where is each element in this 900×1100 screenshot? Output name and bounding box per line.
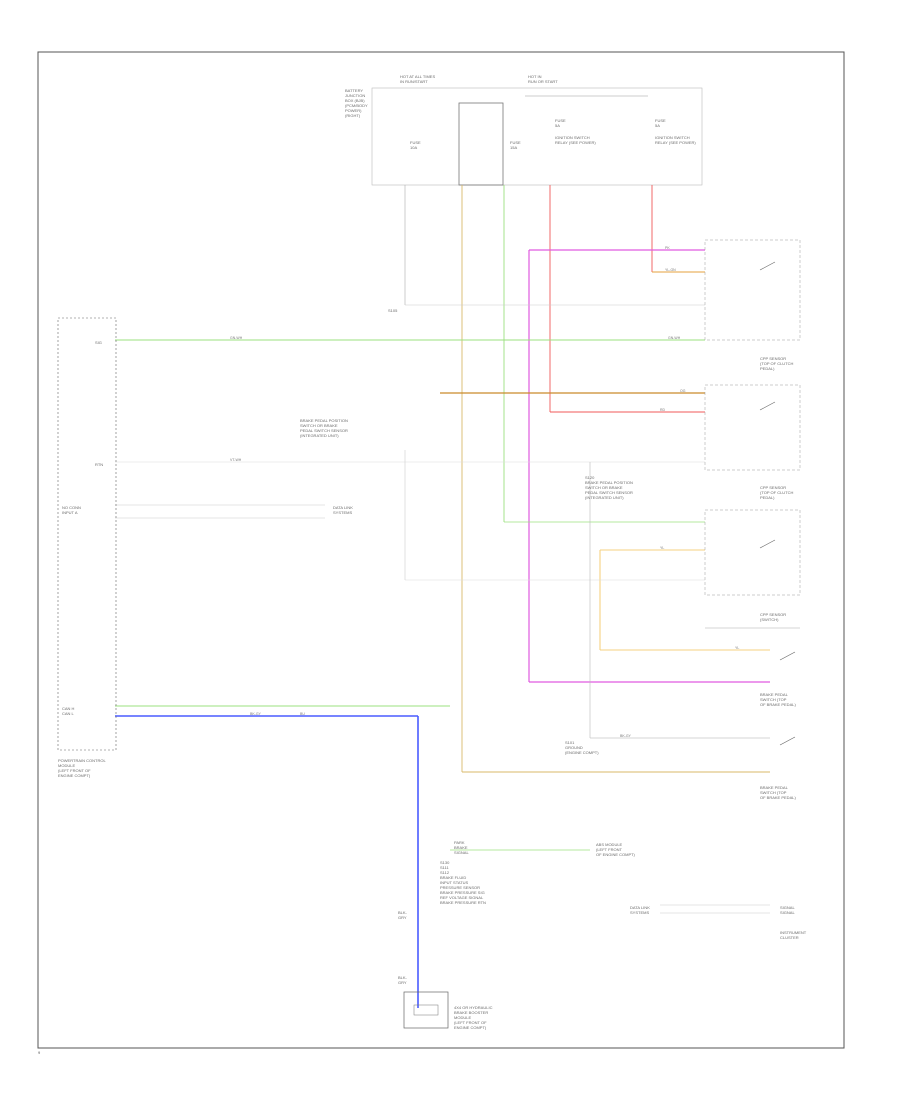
bottom-relay-coil (413, 1004, 439, 1016)
brake-switch-1-label: BRAKE PEDAL SWITCH (TOP OF BRAKE PEDAL) (760, 692, 796, 707)
wire-tag-bk-gy-2: BK-GY (620, 734, 631, 738)
abs-module-label: ABS MODULE (LEFT FRONT OF ENGINE COMPT) (596, 842, 635, 857)
ic-pins-label: SIGNAL SIGNAL (780, 905, 795, 915)
ground-splice-label: S101 GROUND (ENGINE COMPT) (565, 740, 599, 755)
switch-2-label: CPP SENSOR (TOP OF CLUTCH PEDAL) (760, 485, 794, 500)
ignition-relay-b-label: IGNITION SWITCH RELAY (SEE POWER) (655, 135, 696, 145)
wire-tag-pk: PK (665, 246, 670, 250)
wire-tag-gn-wh-2: GN-WH (668, 336, 681, 340)
abs-pins-label: PARK BRAKE SIGNAL (454, 840, 469, 855)
pcm-inputs-label: NO CONN INPUT A (62, 505, 81, 515)
page-number: 9 (38, 1050, 41, 1055)
wire-tag-gn-wh: GN-WH (230, 336, 243, 340)
fuse-c-label: FUSE 5A (555, 118, 566, 128)
instrument-cluster-label: INSTRUMENT CLUSTER (780, 930, 807, 940)
wire-tag-og: OG (680, 389, 686, 393)
pcm-can-label: CAN H CAN L (62, 706, 75, 716)
wire-tag-rd: RD (660, 408, 666, 412)
hot-in-run-label: HOT IN RUN OR START (528, 74, 558, 84)
wire-tag-yl: YL (660, 546, 665, 550)
hot-at-all-times-label: HOT AT ALL TIMES IN RUN/START (400, 74, 436, 84)
fuse-a-label: FUSE 10A (410, 140, 421, 150)
wire-tag-yl-gn: YL-GN (665, 268, 676, 272)
wire-tag-yl-2: YL (735, 646, 740, 650)
bottom-left-pin-label: BLK- GRY (398, 910, 407, 920)
brake-switch-2-label: BRAKE PEDAL SWITCH (TOP OF BRAKE PEDAL) (760, 785, 796, 800)
wire-tag-vt-wh: VT-WH (230, 458, 242, 462)
fuse-d-label: FUSE 5A (655, 118, 666, 128)
switch-frame-1 (704, 239, 801, 341)
ic-links-label: DATA LINK SYSTEMS (630, 905, 650, 915)
switch-contacts (759, 261, 796, 746)
ignition-relay-a-label: IGNITION SWITCH RELAY (SEE POWER) (555, 135, 596, 145)
switch-frame-3 (704, 509, 801, 596)
wire-tag-bu: BU (300, 712, 305, 716)
switch-3-label: CPP SENSOR (SWITCH) (760, 612, 787, 622)
pcm-module-label: POWERTRAIN CONTROL MODULE (LEFT FRONT OF… (58, 758, 106, 778)
pcm-pin-a-label: SIG (95, 340, 102, 345)
bottom-left-pin2-label: BLK- GRY (398, 975, 407, 985)
splice-note-1: BRAKE PEDAL POSITION SWITCH OR BRAKE PED… (300, 418, 348, 438)
bottom-relay-label: 4X4 OR HYDRAULIC BRAKE BOOSTER MODULE (L… (454, 1005, 493, 1030)
bottom-relay-box (403, 991, 449, 1029)
diagram-border (37, 51, 845, 1049)
switch-frame-2 (704, 384, 801, 471)
splice-s1-label: S105 (388, 308, 398, 313)
pcm-pin-b-label: RTN (95, 462, 104, 467)
splice-note-2: S120 BRAKE PEDAL POSITION SWITCH OR BRAK… (585, 475, 633, 500)
pcm-box (57, 317, 117, 751)
battery-junction-label: BATTERY JUNCTION BOX (BJB) (PCM/BODY POW… (345, 88, 368, 118)
switch-1-label: CPP SENSOR (TOP OF CLUTCH PEDAL) (760, 356, 794, 371)
junction-box-outline (371, 87, 703, 186)
abs-note-label: S130 S111 S112 BRAKE FLUID INPUT STATUS … (440, 860, 486, 905)
fuse-b-label: FUSE 15A (510, 140, 521, 150)
fuse-box-block (458, 102, 504, 186)
data-links-label: DATA LINK SYSTEMS (333, 505, 353, 515)
wire-tag-bk-gy: BK-GY (250, 712, 261, 716)
